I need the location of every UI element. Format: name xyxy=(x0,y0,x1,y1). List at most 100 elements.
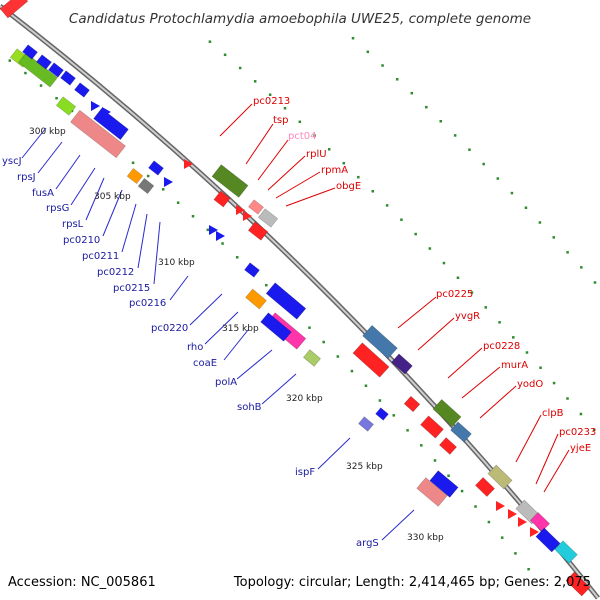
gene-label-coaE[interactable]: coaE xyxy=(193,358,217,369)
gene-feature[interactable] xyxy=(530,512,550,532)
tick-mark xyxy=(512,336,515,339)
gene-feature[interactable] xyxy=(303,349,321,367)
gene-feature[interactable] xyxy=(126,167,144,185)
gene-label-pc0212[interactable]: pc0212 xyxy=(97,267,134,278)
gene-feature[interactable] xyxy=(375,407,389,421)
gene-feature[interactable] xyxy=(55,96,77,116)
gene-feature[interactable] xyxy=(535,527,561,553)
tick-mark xyxy=(410,91,414,95)
gene-feature[interactable] xyxy=(358,416,374,432)
gene-feature[interactable] xyxy=(260,312,292,342)
tick-mark xyxy=(566,251,569,254)
gene-feature[interactable] xyxy=(565,571,591,597)
gene-feature[interactable] xyxy=(211,164,249,198)
tick-mark xyxy=(425,105,428,109)
tick-mark xyxy=(283,106,287,110)
gene-label-pc0225[interactable]: pc0225 xyxy=(436,289,473,300)
tick-mark xyxy=(351,36,355,40)
gene-feature[interactable] xyxy=(439,437,457,455)
gene-feature[interactable] xyxy=(48,62,64,78)
gene-feature[interactable] xyxy=(257,208,279,228)
gene-label-polA[interactable]: polA xyxy=(215,377,237,388)
gene-label-pc0220[interactable]: pc0220 xyxy=(151,323,188,334)
gene-feature[interactable] xyxy=(265,282,307,320)
gene-label-argS[interactable]: argS xyxy=(356,538,379,549)
gene-feature[interactable] xyxy=(74,82,90,98)
tick-mark xyxy=(460,489,464,493)
gene-label-pc0216[interactable]: pc0216 xyxy=(129,298,166,309)
tick-mark xyxy=(514,552,517,555)
gene-label-yvgR[interactable]: yvgR xyxy=(455,311,480,322)
gene-label-yjeE[interactable]: yjeE xyxy=(570,443,591,454)
gene-feature[interactable] xyxy=(245,288,267,310)
gene-label-rpsG[interactable]: rpsG xyxy=(46,203,69,214)
gene-label-tsp[interactable]: tsp xyxy=(273,115,288,126)
leader-line xyxy=(381,509,415,541)
tick-mark xyxy=(525,351,529,354)
gene-label-ispF[interactable]: ispF xyxy=(295,467,315,478)
gene-feature[interactable] xyxy=(137,177,155,195)
tick-mark xyxy=(371,189,375,193)
strand-arrow xyxy=(530,527,539,537)
tick-mark xyxy=(350,369,354,373)
tick-mark xyxy=(298,120,302,124)
gene-label-obgE[interactable]: obgE xyxy=(336,181,361,192)
gene-feature[interactable] xyxy=(0,0,29,19)
accession-text: Accession: NC_005861 xyxy=(8,575,156,590)
gene-label-rho[interactable]: rho xyxy=(187,342,203,353)
gene-feature[interactable] xyxy=(352,342,390,378)
tick-mark xyxy=(322,340,325,344)
gene-feature[interactable] xyxy=(429,470,459,498)
gene-label-pc0211[interactable]: pc0211 xyxy=(82,251,119,262)
gene-label-yscJ[interactable]: yscJ xyxy=(2,156,22,167)
gene-feature[interactable] xyxy=(148,160,164,176)
gene-feature[interactable] xyxy=(247,221,269,241)
strand-arrow xyxy=(209,225,218,235)
minus-strand-labels: yscJ rpsJ fusA rpsG rpsL pc0210 pc0211 p… xyxy=(2,156,379,549)
gene-label-pc0213[interactable]: pc0213 xyxy=(253,96,290,107)
leader-line xyxy=(397,296,437,329)
kbp-label: 300 kbp xyxy=(29,127,66,137)
gene-feature[interactable] xyxy=(450,421,472,443)
gene-feature[interactable] xyxy=(416,477,448,507)
gene-feature[interactable] xyxy=(475,477,495,497)
gene-feature[interactable] xyxy=(213,190,231,208)
gene-feature[interactable] xyxy=(554,540,578,564)
gene-feature[interactable] xyxy=(432,399,462,427)
gene-label-pc0233[interactable]: pc0233 xyxy=(559,427,596,438)
tick-mark xyxy=(392,414,396,417)
gene-feature[interactable] xyxy=(244,262,260,278)
leader-line xyxy=(267,155,306,191)
leader-line xyxy=(447,347,483,379)
gene-feature[interactable] xyxy=(36,54,52,70)
gene-label-pct04[interactable]: pct04 xyxy=(288,131,317,142)
label-leaders xyxy=(21,103,570,541)
gene-label-pc0228[interactable]: pc0228 xyxy=(483,341,520,352)
gene-feature[interactable] xyxy=(362,324,398,360)
gene-label-rpmA[interactable]: rpmA xyxy=(321,165,348,176)
gene-feature[interactable] xyxy=(248,199,264,215)
gene-label-sohB[interactable]: sohB xyxy=(237,402,262,413)
gene-feature[interactable] xyxy=(403,395,421,413)
tick-mark xyxy=(428,247,432,250)
gene-label-rpsL[interactable]: rpsL xyxy=(62,219,84,230)
gene-feature[interactable] xyxy=(420,415,444,439)
gene-label-pc0215[interactable]: pc0215 xyxy=(113,283,150,294)
gene-label-rpsJ[interactable]: rpsJ xyxy=(17,172,36,183)
leader-line xyxy=(21,127,47,159)
gene-label-murA[interactable]: murA xyxy=(501,360,528,371)
gene-label-rplU[interactable]: rplU xyxy=(306,149,327,160)
gene-label-fusA[interactable]: fusA xyxy=(32,188,54,199)
tick-mark xyxy=(468,148,471,151)
tick-mark xyxy=(161,188,165,191)
gene-feature[interactable] xyxy=(391,353,413,375)
gene-feature[interactable] xyxy=(22,44,38,60)
tick-mark xyxy=(439,119,443,123)
gene-feature[interactable] xyxy=(487,464,513,490)
gene-label-yodO[interactable]: yodO xyxy=(517,379,543,390)
gene-label-pc0210[interactable]: pc0210 xyxy=(63,235,100,246)
gene-label-clpB[interactable]: clpB xyxy=(542,408,564,419)
gene-feature[interactable] xyxy=(60,70,76,86)
gene-feature[interactable] xyxy=(70,109,126,159)
leader-line xyxy=(169,275,189,301)
